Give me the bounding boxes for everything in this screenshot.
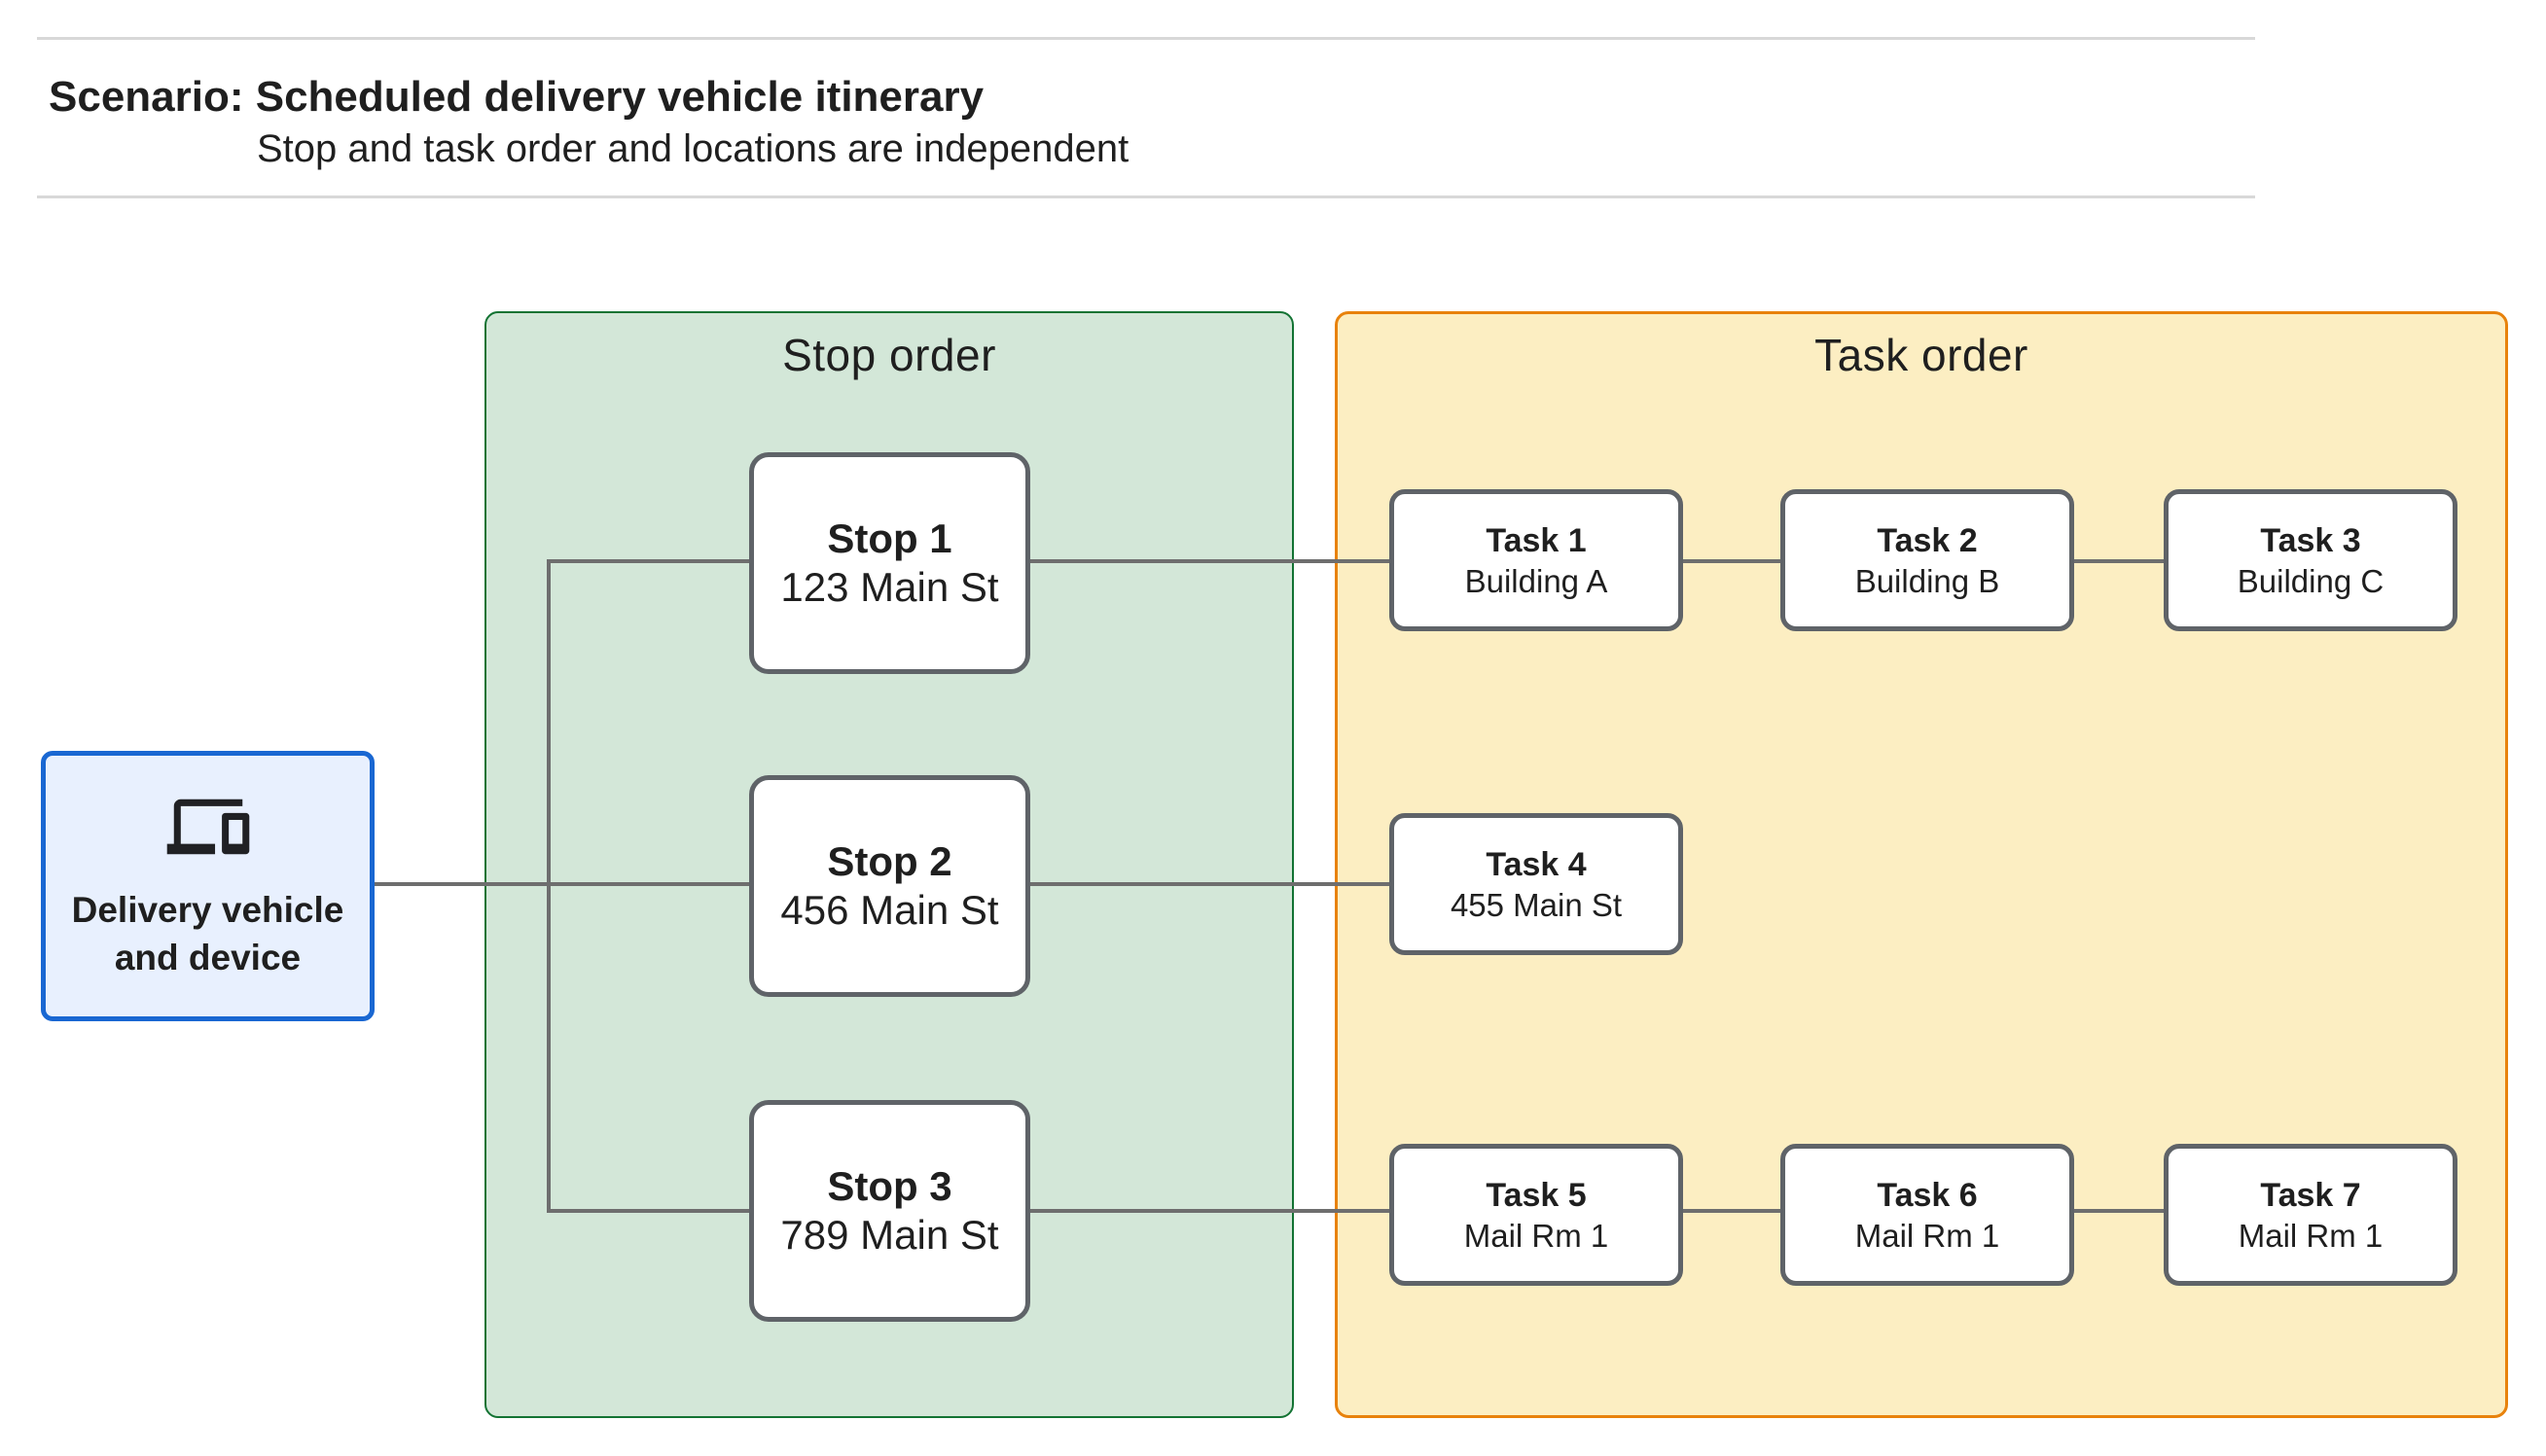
task-7-location: Mail Rm 1 (2238, 1217, 2384, 1254)
devices-icon (166, 799, 249, 854)
task-6-name: Task 6 (1877, 1176, 1978, 1214)
header-divider-top (37, 37, 2255, 40)
task-3-name: Task 3 (2260, 521, 2361, 559)
delivery-vehicle-label: Delivery vehicle and device (71, 889, 344, 977)
page-title: Scenario: Scheduled delivery vehicle iti… (49, 73, 985, 121)
edge-task1-to-task2 (1679, 559, 1784, 563)
task-5-location: Mail Rm 1 (1463, 1217, 1609, 1254)
stop-1-name: Stop 1 (827, 515, 952, 561)
stop-3-node: Stop 3 789 Main St (749, 1100, 1030, 1322)
edge-task5-to-task6 (1679, 1209, 1784, 1213)
task-1-node: Task 1 Building A (1389, 489, 1683, 631)
task-4-location: 455 Main St (1450, 886, 1623, 923)
stop-2-name: Stop 2 (827, 837, 952, 884)
edge-trunk-vertical (547, 559, 551, 1213)
task-order-title: Task order (1814, 330, 2028, 380)
delivery-vehicle-node: Delivery vehicle and device (41, 751, 375, 1021)
edge-vehicle-to-stop2 (375, 882, 749, 886)
task-1-location: Building A (1464, 562, 1608, 599)
task-1-name: Task 1 (1486, 521, 1587, 559)
task-2-node: Task 2 Building B (1780, 489, 2074, 631)
stop-3-location: 789 Main St (780, 1212, 999, 1258)
stop-order-title: Stop order (782, 330, 996, 380)
edge-stop3-to-task5 (1026, 1209, 1389, 1213)
task-7-node: Task 7 Mail Rm 1 (2164, 1144, 2457, 1286)
task-2-name: Task 2 (1877, 521, 1978, 559)
task-7-name: Task 7 (2260, 1176, 2361, 1214)
task-5-name: Task 5 (1486, 1176, 1587, 1214)
task-6-node: Task 6 Mail Rm 1 (1780, 1144, 2074, 1286)
page-subtitle: Stop and task order and locations are in… (257, 127, 1130, 170)
edge-trunk-to-stop3 (547, 1209, 749, 1213)
task-4-node: Task 4 455 Main St (1389, 813, 1683, 955)
stop-2-location: 456 Main St (780, 887, 999, 933)
task-3-location: Building C (2237, 562, 2385, 599)
edge-task6-to-task7 (2070, 1209, 2168, 1213)
edge-stop1-to-task1 (1026, 559, 1389, 563)
task-5-node: Task 5 Mail Rm 1 (1389, 1144, 1683, 1286)
task-6-location: Mail Rm 1 (1854, 1217, 2000, 1254)
stop-2-node: Stop 2 456 Main St (749, 775, 1030, 997)
task-4-name: Task 4 (1486, 845, 1587, 883)
edge-trunk-to-stop1 (547, 559, 749, 563)
task-3-node: Task 3 Building C (2164, 489, 2457, 631)
header-divider-bottom (37, 195, 2255, 198)
task-2-location: Building B (1854, 562, 2000, 599)
stop-1-location: 123 Main St (780, 564, 999, 610)
stop-3-name: Stop 3 (827, 1162, 952, 1209)
edge-task2-to-task3 (2070, 559, 2168, 563)
edge-stop2-to-task4 (1026, 882, 1389, 886)
stop-1-node: Stop 1 123 Main St (749, 452, 1030, 674)
